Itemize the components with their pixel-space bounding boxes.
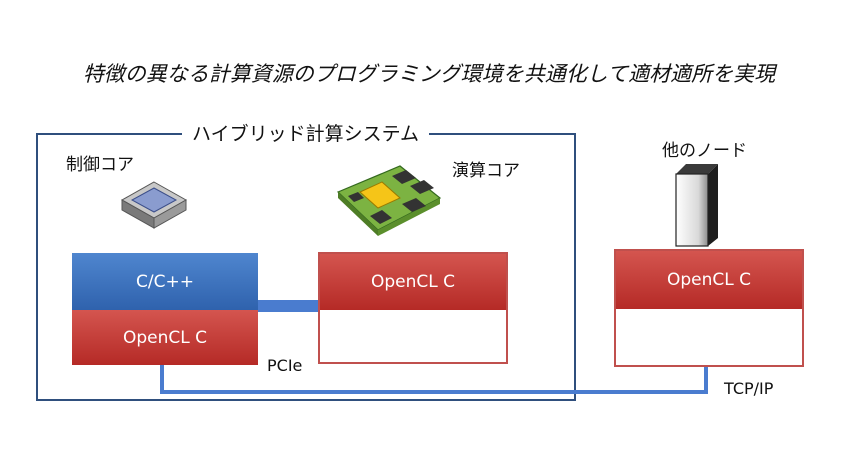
compute-core-label: 演算コア — [452, 161, 520, 181]
other-node-label: 他のノード — [662, 141, 747, 161]
control-kernel-language-box: OpenCL C — [72, 310, 258, 365]
server-icon — [675, 164, 718, 247]
control-core-label: 制御コア — [66, 155, 134, 175]
other-node-kernel-language-box: OpenCL C — [616, 251, 802, 309]
cpu-chip-icon — [120, 181, 188, 229]
network-label: TCP/IP — [724, 379, 774, 398]
pcie-link — [258, 300, 320, 312]
accelerator-board-icon — [336, 165, 442, 236]
compute-kernel-language-box: OpenCL C — [320, 254, 506, 310]
host-language-box: C/C++ — [72, 253, 258, 310]
headline: 特徴の異なる計算資源のプログラミング環境を共通化して適材適所を実現 — [82, 62, 776, 86]
compute-core-box: OpenCL C — [318, 252, 508, 364]
pcie-label: PCIe — [267, 356, 303, 375]
other-node-box: OpenCL C — [614, 249, 804, 367]
hybrid-system-title: ハイブリッド計算システム — [182, 119, 430, 146]
